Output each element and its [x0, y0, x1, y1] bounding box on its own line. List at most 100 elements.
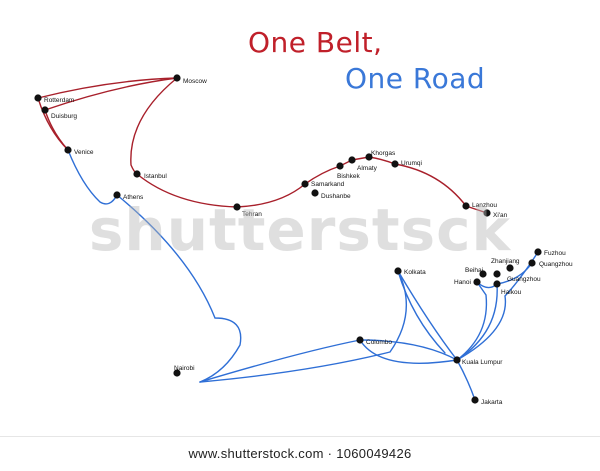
city-label: Xi'an: [493, 212, 508, 219]
city-dot: [311, 189, 319, 197]
belt-istanbul-tehran: [136, 173, 238, 208]
road-kolkata-kl-2: [397, 270, 446, 354]
city-dot: [453, 356, 461, 364]
city-dot: [233, 203, 241, 211]
city-dot: [173, 74, 181, 82]
belt-moscow-istanbul: [130, 77, 178, 175]
belt-urumqi-lanzhou: [394, 163, 467, 207]
road-routes: [67, 149, 539, 401]
city-label: Duisburg: [51, 113, 77, 120]
road-kl-haikou: [456, 283, 498, 361]
city-istanbul: Istanbul: [133, 170, 167, 180]
city-khorgas: Khorgas: [365, 150, 396, 161]
city-label: Tehran: [242, 211, 262, 218]
city-label: Fuzhou: [544, 250, 566, 257]
city-label: Nairobi: [174, 365, 195, 372]
city-dot: [471, 396, 479, 404]
city-dot: [473, 278, 481, 286]
city-kuala-lumpur: Kuala Lumpur: [453, 356, 503, 366]
belt-duisburg-moscow: [44, 77, 178, 111]
city-dot: [301, 180, 309, 188]
city-dot: [493, 280, 501, 288]
city-venice: Venice: [64, 146, 94, 156]
belt-rotterdam-moscow: [37, 77, 178, 99]
city-label: Athens: [123, 194, 144, 201]
belt-lanzhou-xian: [465, 205, 488, 214]
city-rotterdam: Rotterdam: [34, 94, 74, 104]
city-label: Khorgas: [371, 150, 396, 157]
city-dot: [365, 153, 373, 161]
city-label: Quangzhou: [539, 261, 573, 268]
city-beihai: Beihai: [465, 267, 487, 278]
road-colombo-kl-2: [359, 339, 458, 364]
road-nairobi-colombo: [199, 339, 361, 383]
road-colombo-kl: [359, 339, 458, 361]
city-dot: [528, 259, 536, 267]
road-kolkata-kl: [397, 270, 458, 361]
city-label: Jakarta: [481, 399, 503, 406]
city-guangzhou: Guangzhou: [493, 270, 541, 283]
city-dot: [479, 270, 487, 278]
road-athens-nairobi: [116, 194, 242, 383]
city-dot: [113, 191, 121, 199]
city-fuzhou: Fuzhou: [534, 248, 566, 257]
city-dot: [348, 156, 356, 164]
city-label: Guangzhou: [507, 276, 541, 283]
city-jakarta: Jakarta: [471, 396, 503, 406]
city-label: Venice: [74, 149, 94, 156]
city-label: Urumqi: [401, 160, 422, 167]
city-dot: [64, 146, 72, 154]
city-athens: Athens: [113, 191, 144, 201]
city-label: Almaty: [357, 165, 378, 172]
city-label: Moscow: [183, 78, 207, 85]
city-samarkand: Samarkand: [301, 180, 345, 188]
city-moscow: Moscow: [173, 74, 207, 85]
city-label: Colombo: [366, 339, 392, 346]
city-xi-an: Xi'an: [483, 209, 508, 219]
city-label: Lanzhou: [472, 202, 497, 209]
city-label: Rotterdam: [44, 97, 74, 104]
footer-bar: www.shutterstock.com · 1060049426: [0, 436, 600, 471]
city-dot: [483, 209, 491, 217]
city-label: Dushanbe: [321, 193, 351, 200]
city-label: Bishkek: [337, 173, 361, 180]
belt-routes: [37, 77, 488, 214]
city-dot: [394, 267, 402, 275]
footer-text: www.shutterstock.com · 1060049426: [188, 446, 412, 461]
road-nairobi-kolkata: [199, 270, 408, 383]
city-label: Beihai: [465, 267, 483, 274]
city-dot: [34, 94, 42, 102]
city-haikou: Haikou: [493, 280, 522, 296]
belt-rotterdam-venice: [37, 97, 69, 151]
city-kolkata: Kolkata: [394, 267, 426, 276]
title-one-belt: One Belt,: [248, 26, 383, 59]
belt-khorgas-urumqi: [368, 156, 396, 165]
city-dot: [506, 264, 514, 272]
city-urumqi: Urumqi: [391, 160, 422, 168]
city-dot: [41, 106, 49, 114]
city-colombo: Colombo: [356, 336, 392, 346]
city-hanoi: Hanoi: [454, 278, 481, 286]
city-label: Samarkand: [311, 181, 345, 188]
city-quangzhou: Quangzhou: [528, 259, 573, 268]
city-lanzhou: Lanzhou: [462, 202, 497, 210]
city-nairobi: Nairobi: [173, 365, 195, 377]
city-tehran: Tehran: [233, 203, 262, 218]
city-label: Haikou: [501, 289, 522, 296]
city-label: Zhanjiang: [491, 258, 520, 265]
city-dot: [462, 202, 470, 210]
city-dot: [356, 336, 364, 344]
city-dot: [493, 270, 501, 278]
road-kl-jakarta: [456, 359, 476, 401]
title-one-road: One Road: [345, 62, 486, 95]
city-dot: [391, 160, 399, 168]
city-dot: [336, 162, 344, 170]
city-dot: [133, 170, 141, 178]
city-label: Kuala Lumpur: [462, 359, 503, 366]
city-almaty: Almaty: [348, 156, 378, 172]
city-label: Istanbul: [144, 173, 167, 180]
road-venice-athens: [67, 149, 118, 205]
city-label: Kolkata: [404, 269, 426, 276]
belt-duisburg-venice: [44, 109, 69, 151]
